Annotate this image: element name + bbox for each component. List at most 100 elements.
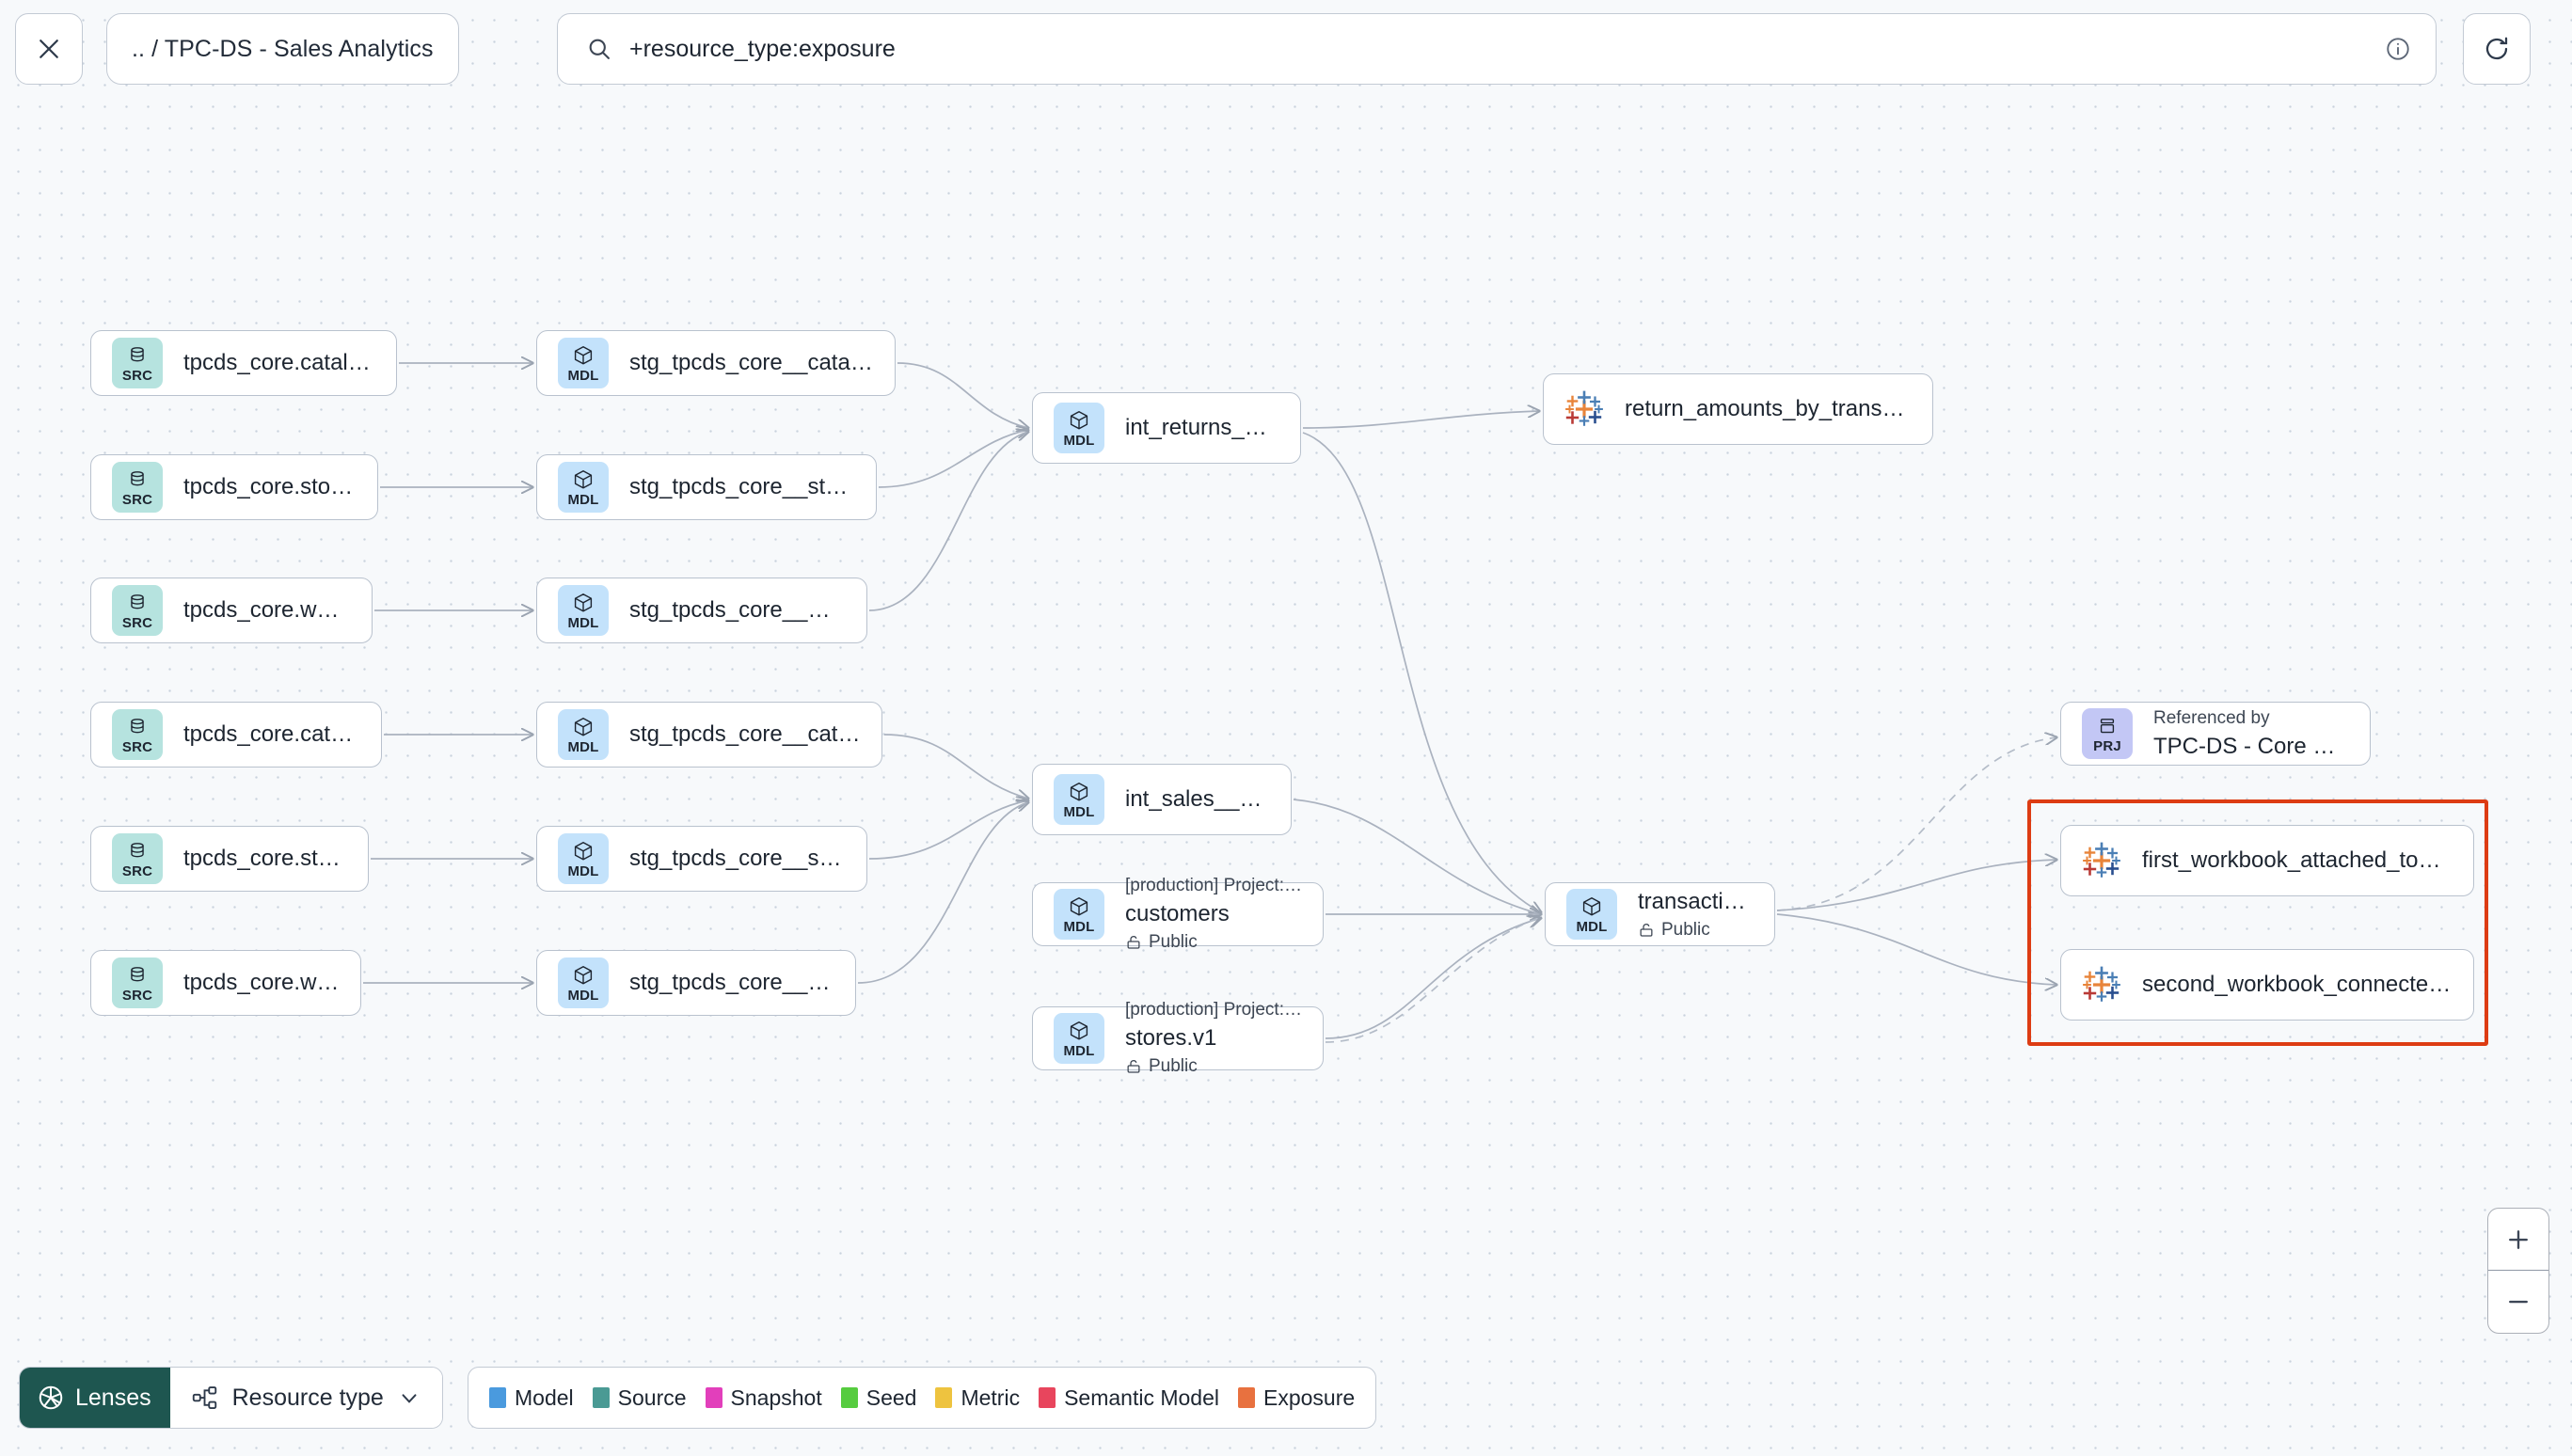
mdl-badge: MDL: [558, 957, 609, 1008]
lock-icon: [1640, 923, 1653, 937]
node-body: second_workbook_connected_to_live…: [2142, 972, 2453, 998]
graph-node-src_catalog_sales[interactable]: SRC tpcds_core.catalog_sales: [90, 702, 382, 768]
legend-swatch: [705, 1387, 722, 1408]
resource-type-dropdown[interactable]: Resource type: [169, 1368, 442, 1428]
src-badge: SRC: [112, 709, 163, 760]
node-title: tpcds_core.catalog_returns: [183, 350, 375, 375]
graph-node-int_returns_unioned[interactable]: MDL int_returns__unioned: [1032, 392, 1301, 464]
mdl-badge: MDL: [558, 338, 609, 388]
node-title: tpcds_core.store_returns: [183, 474, 357, 499]
mdl-glyph-icon: [572, 344, 595, 367]
mdl-badge-label: MDL: [1063, 432, 1095, 449]
legend-item-metric[interactable]: Metric: [935, 1385, 1020, 1411]
search-icon: [589, 39, 610, 59]
graph-node-stg_web_returns[interactable]: MDL stg_tpcds_core__web_returns: [536, 578, 867, 643]
mdl-glyph-icon: [1580, 895, 1603, 918]
legend-item-source[interactable]: Source: [592, 1385, 687, 1411]
legend-item-seed[interactable]: Seed: [840, 1385, 917, 1411]
legend-item-semantic-model[interactable]: Semantic Model: [1039, 1385, 1219, 1411]
legend-label: Seed: [865, 1385, 917, 1410]
src-glyph-icon: [127, 964, 148, 987]
graph-node-stores_v1[interactable]: MDL [production] Project: TPC-DS - Core D…: [1032, 1000, 1324, 1076]
src-badge-label: SRC: [121, 863, 153, 879]
graph-node-stg_web_sales[interactable]: MDL stg_tpcds_core__web_sales: [536, 950, 856, 1016]
close-button[interactable]: [15, 13, 83, 85]
tableau-icon: [1565, 390, 1603, 426]
node-visibility: Public: [1125, 1056, 1302, 1077]
graph-node-second_workbook[interactable]: second_workbook_connected_to_live…: [2060, 949, 2474, 1021]
mdl-badge: MDL: [1054, 889, 1104, 940]
node-title: first_workbook_attached_to_tpc-ds_-_…: [2142, 847, 2453, 873]
breadcrumb[interactable]: .. / TPC-DS - Sales Analytics: [106, 13, 459, 85]
graph-node-first_workbook[interactable]: first_workbook_attached_to_tpc-ds_-_…: [2060, 825, 2474, 896]
mdl-badge: MDL: [558, 585, 609, 636]
node-body: stg_tpcds_core__store_returns: [629, 474, 855, 500]
mdl-badge-label: MDL: [1063, 1042, 1095, 1059]
search-input[interactable]: +resource_type:exposure: [629, 35, 896, 62]
graph-node-return_amounts[interactable]: return_amounts_by_transaction_type: [1543, 373, 1933, 445]
mdl-glyph-icon: [1068, 1020, 1090, 1042]
node-visibility-label: Public: [1661, 919, 1710, 940]
src-glyph-icon: [127, 592, 148, 614]
node-subtitle: Referenced by: [2153, 707, 2270, 728]
node-title: return_amounts_by_transaction_type: [1625, 396, 1912, 421]
src-badge: SRC: [112, 833, 163, 884]
node-title: int_returns__unioned: [1125, 415, 1279, 440]
src-badge-label: SRC: [121, 614, 153, 631]
exposure-icon: [1564, 389, 1604, 429]
mdl-glyph-icon: [572, 840, 595, 863]
mdl-badge-label: MDL: [567, 614, 599, 631]
graph-node-src_store_sales[interactable]: SRC tpcds_core.store_sales: [90, 826, 369, 892]
mdl-badge: MDL: [558, 462, 609, 513]
search-bar[interactable]: +resource_type:exposure: [557, 13, 2437, 85]
node-title: stg_tpcds_core__store_returns: [629, 474, 855, 499]
refresh-button[interactable]: [2463, 13, 2531, 85]
node-subtitle: [production] Project: TPC-DS - Core Data…: [1125, 1000, 1302, 1020]
node-visibility: Public: [1125, 932, 1302, 953]
legend-item-model[interactable]: Model: [489, 1385, 574, 1411]
bottom-toolbar: Lenses Resource type Model Source Snapshot…: [0, 1343, 2572, 1456]
legend-swatch: [1238, 1387, 1255, 1408]
node-body: stg_tpcds_core__catalog_returns: [629, 350, 874, 376]
legend-label: Metric: [961, 1385, 1021, 1410]
node-title: tpcds_core.store_sales: [183, 846, 347, 871]
node-title: stg_tpcds_core__web_sales: [629, 970, 834, 995]
graph-node-stg_catalog_returns[interactable]: MDL stg_tpcds_core__catalog_returns: [536, 330, 896, 396]
lenses-button[interactable]: Lenses: [20, 1368, 170, 1428]
resource-type-label: Resource type: [231, 1384, 384, 1411]
mdl-badge-label: MDL: [567, 367, 599, 384]
mdl-badge: MDL: [1566, 889, 1617, 940]
zoom-in-button[interactable]: [2488, 1209, 2548, 1271]
mdl-badge-label: MDL: [567, 738, 599, 755]
src-badge-label: SRC: [121, 738, 153, 755]
legend-item-exposure[interactable]: Exposure: [1238, 1385, 1355, 1411]
src-badge: SRC: [112, 585, 163, 636]
graph-node-stg_store_returns[interactable]: MDL stg_tpcds_core__store_returns: [536, 454, 877, 520]
legend-item-snapshot[interactable]: Snapshot: [705, 1385, 822, 1411]
node-title: tpcds_core.catalog_sales: [183, 721, 360, 747]
breadcrumb-label: .. / TPC-DS - Sales Analytics: [132, 35, 434, 62]
node-body: stg_tpcds_core__web_returns: [629, 597, 846, 624]
mdl-badge-label: MDL: [567, 987, 599, 1004]
mdl-badge: MDL: [558, 709, 609, 760]
graph-node-customers[interactable]: MDL[production] Project: TPC-DS - Core D…: [1032, 876, 1324, 952]
src-glyph-icon: [127, 468, 148, 491]
node-body: int_sales__unioned: [1125, 786, 1270, 813]
mdl-badge-label: MDL: [1063, 918, 1095, 935]
info-icon[interactable]: [2385, 36, 2411, 62]
node-body: stg_tpcds_core__store_sales: [629, 846, 846, 872]
tableau-icon: [2083, 842, 2120, 878]
node-title: stores.v1: [1125, 1025, 1217, 1051]
zoom-out-button[interactable]: [2488, 1271, 2548, 1333]
